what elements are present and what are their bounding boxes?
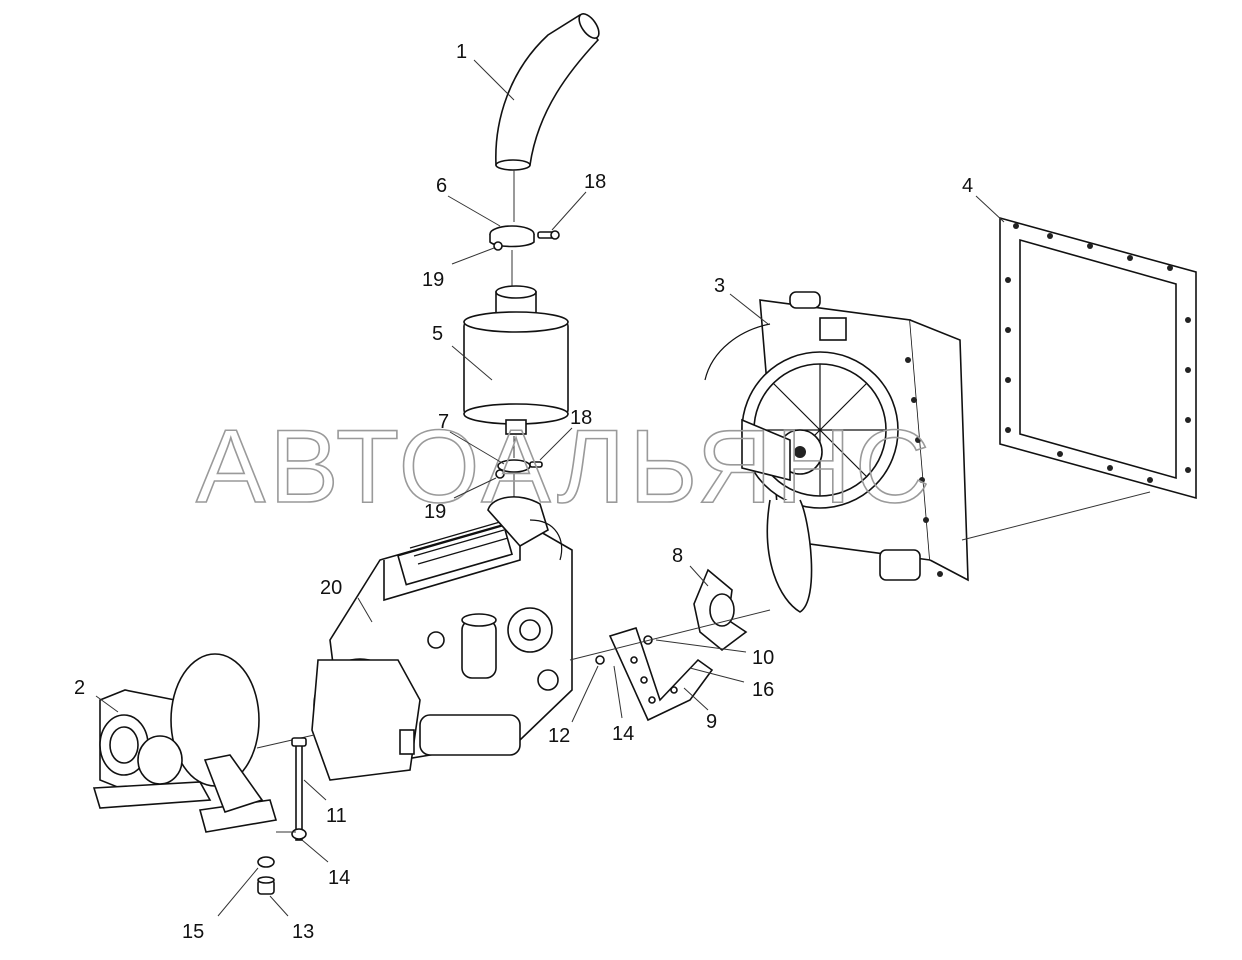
lower-clamp-part bbox=[495, 459, 543, 479]
callout-20: 20 bbox=[320, 577, 342, 599]
leader-7 bbox=[449, 431, 505, 465]
leader-1 bbox=[473, 59, 515, 101]
leader-5 bbox=[451, 345, 493, 381]
leader-18a bbox=[551, 191, 587, 231]
leader-20 bbox=[357, 597, 373, 623]
leader-16 bbox=[689, 667, 745, 683]
leader-mount-line bbox=[569, 609, 771, 661]
radiator-frame-part bbox=[999, 216, 1197, 500]
callout-11: 11 bbox=[326, 805, 347, 827]
leader-9 bbox=[683, 687, 709, 711]
muffler-part bbox=[463, 285, 569, 435]
washer-part bbox=[291, 828, 307, 840]
leader-2 bbox=[95, 695, 119, 713]
leader-19a bbox=[451, 247, 495, 265]
callout-8: 8 bbox=[672, 545, 683, 567]
callout-18a: 18 bbox=[584, 171, 606, 193]
radiator-fan-assembly bbox=[704, 291, 969, 613]
callout-12: 12 bbox=[548, 725, 570, 747]
nut-part bbox=[257, 876, 275, 895]
callout-1: 1 bbox=[456, 41, 467, 63]
callout-16: 16 bbox=[752, 679, 774, 701]
callout-13: 13 bbox=[292, 921, 314, 943]
exhaust-pipe-part bbox=[495, 13, 600, 171]
engine-mount-bracket-part bbox=[608, 627, 714, 722]
leader-18b bbox=[539, 427, 573, 461]
callout-18b: 18 bbox=[570, 407, 592, 429]
upper-bolt-part bbox=[537, 230, 560, 240]
nut-12-part bbox=[595, 655, 605, 665]
gearbox-housing-part bbox=[92, 653, 278, 833]
leader-11 bbox=[303, 779, 327, 801]
leader-8 bbox=[689, 565, 709, 587]
leader-6 bbox=[447, 195, 501, 227]
engine-assembly bbox=[311, 496, 573, 781]
callout-14a: 14 bbox=[612, 723, 634, 745]
damper-plate-part bbox=[693, 568, 748, 652]
callout-19a: 19 bbox=[422, 269, 444, 291]
callout-5: 5 bbox=[432, 323, 443, 345]
leader-radiator-to-frame bbox=[961, 491, 1151, 541]
upper-clamp-part bbox=[489, 225, 535, 251]
leader-15 bbox=[217, 867, 259, 917]
long-bolt-part bbox=[291, 737, 307, 841]
leader-12 bbox=[571, 665, 599, 723]
callout-4: 4 bbox=[962, 175, 973, 197]
callout-6: 6 bbox=[436, 175, 447, 197]
callout-9: 9 bbox=[706, 711, 717, 733]
leader-19b bbox=[453, 477, 497, 499]
callout-14b: 14 bbox=[328, 867, 350, 889]
leader-3 bbox=[729, 293, 769, 325]
leader-gearbox-to-engine bbox=[256, 734, 315, 749]
leader-14b bbox=[301, 839, 329, 863]
callout-19b: 19 bbox=[424, 501, 446, 523]
leader-13 bbox=[269, 895, 289, 917]
callout-15: 15 bbox=[182, 921, 204, 943]
leader-4 bbox=[975, 195, 1005, 223]
callout-3: 3 bbox=[714, 275, 725, 297]
watermark-text: АВТОАЛЬЯНС bbox=[196, 409, 934, 525]
spring-washer-part bbox=[257, 856, 275, 868]
callout-2: 2 bbox=[74, 677, 85, 699]
leader-14a bbox=[613, 665, 623, 719]
callout-10: 10 bbox=[752, 647, 774, 669]
callout-7: 7 bbox=[438, 411, 449, 433]
leader-10 bbox=[655, 639, 747, 653]
